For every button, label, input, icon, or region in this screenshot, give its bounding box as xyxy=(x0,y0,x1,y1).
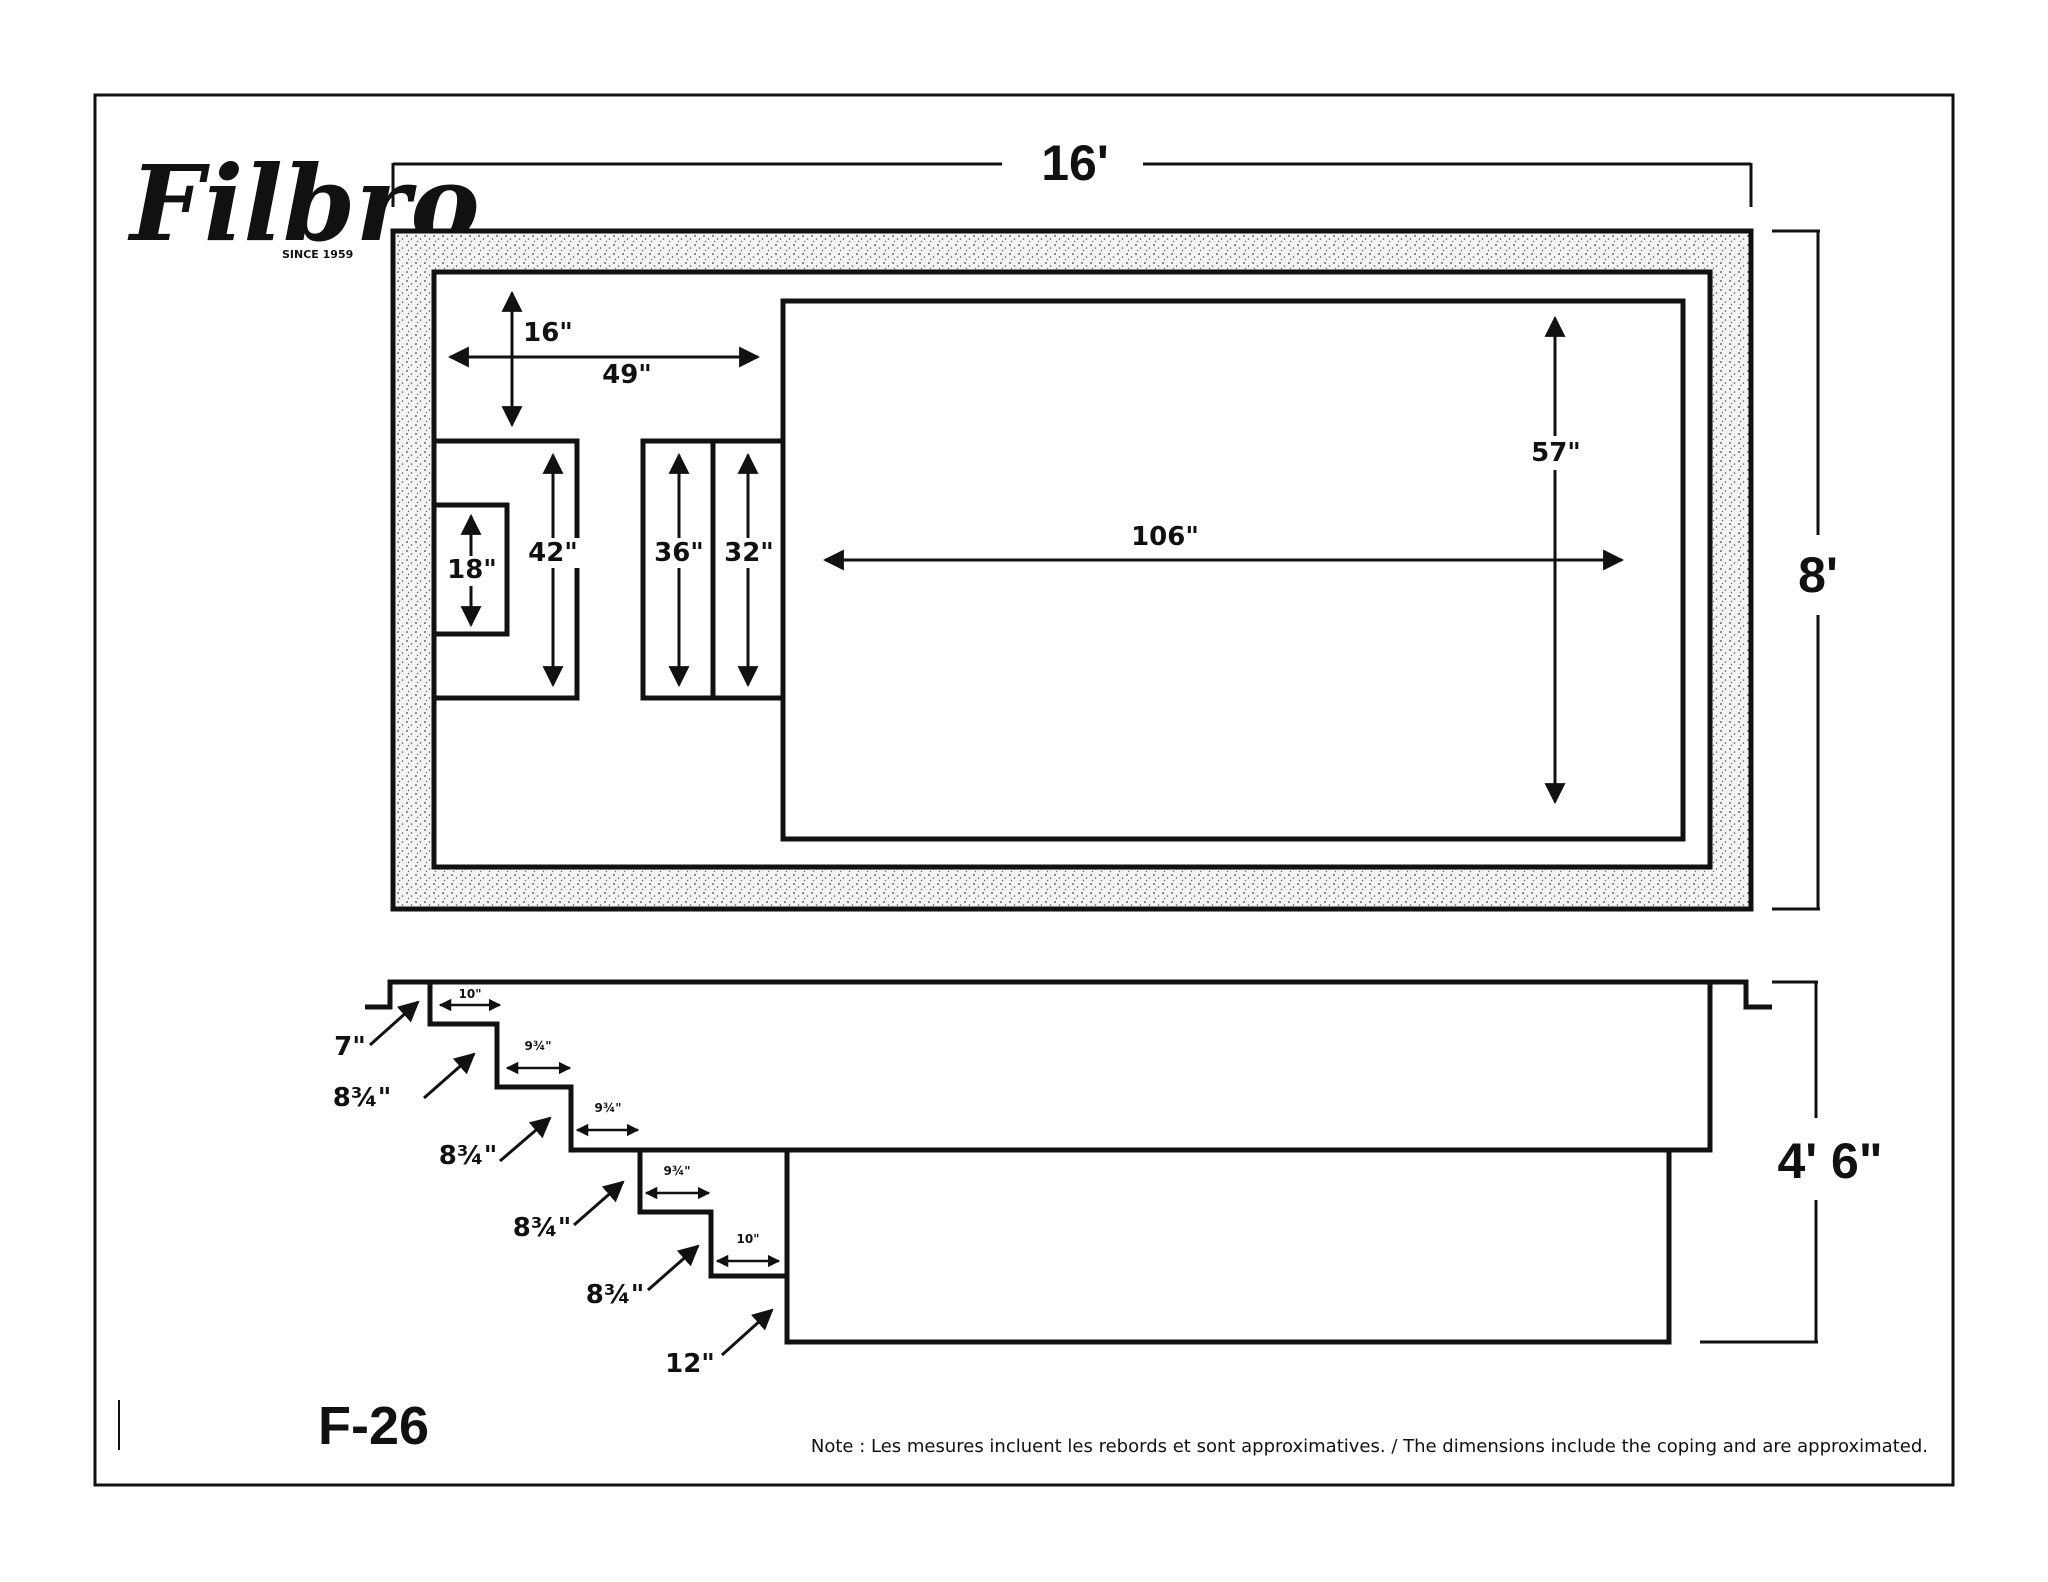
entry-ledge-label: 16" xyxy=(523,318,573,348)
bench-label: 42" xyxy=(528,538,578,568)
depth-label: 4' 6" xyxy=(1777,1133,1882,1189)
model-number: F-26 xyxy=(318,1396,429,1456)
tread-4-label: 9¾" xyxy=(663,1164,690,1178)
riser-3-label: 8¾" xyxy=(513,1213,572,1243)
logo-tagline: SINCE 1959 xyxy=(282,248,353,261)
length-label: 16' xyxy=(1041,135,1109,191)
section-profile xyxy=(365,979,1772,1345)
sheet-border xyxy=(93,93,1955,1487)
tread-1-label: 10" xyxy=(459,987,482,1001)
riser-1-label: 8¾" xyxy=(333,1083,392,1113)
step-b-label: 32" xyxy=(724,538,774,568)
overall-width-dimension: 8' xyxy=(1772,229,1838,911)
steps-width-label: 49" xyxy=(602,360,652,390)
step-a-label: 36" xyxy=(654,538,704,568)
overall-length-dimension: 16' xyxy=(391,135,1753,207)
deep-end-area xyxy=(780,298,1686,842)
deep-width-label: 57" xyxy=(1531,438,1581,468)
coping-label: 7" xyxy=(334,1032,366,1062)
bottom-drop-label: 12" xyxy=(665,1349,715,1379)
riser-4-label: 8¾" xyxy=(586,1280,645,1310)
tread-3-label: 9¾" xyxy=(594,1101,621,1115)
tread-2-label: 9¾" xyxy=(524,1039,551,1053)
seat-small-label: 18" xyxy=(447,555,497,585)
deep-length-label: 106" xyxy=(1131,522,1199,552)
riser-2-label: 8¾" xyxy=(439,1141,498,1171)
seat-small xyxy=(434,502,510,637)
overall-depth-dimension: 4' 6" xyxy=(1700,980,1883,1344)
bench-block xyxy=(434,438,580,701)
width-label: 8' xyxy=(1798,547,1838,603)
tread-5-label: 10" xyxy=(737,1232,760,1246)
dimension-note: Note : Les mesures incluent les rebords … xyxy=(811,1436,1928,1457)
